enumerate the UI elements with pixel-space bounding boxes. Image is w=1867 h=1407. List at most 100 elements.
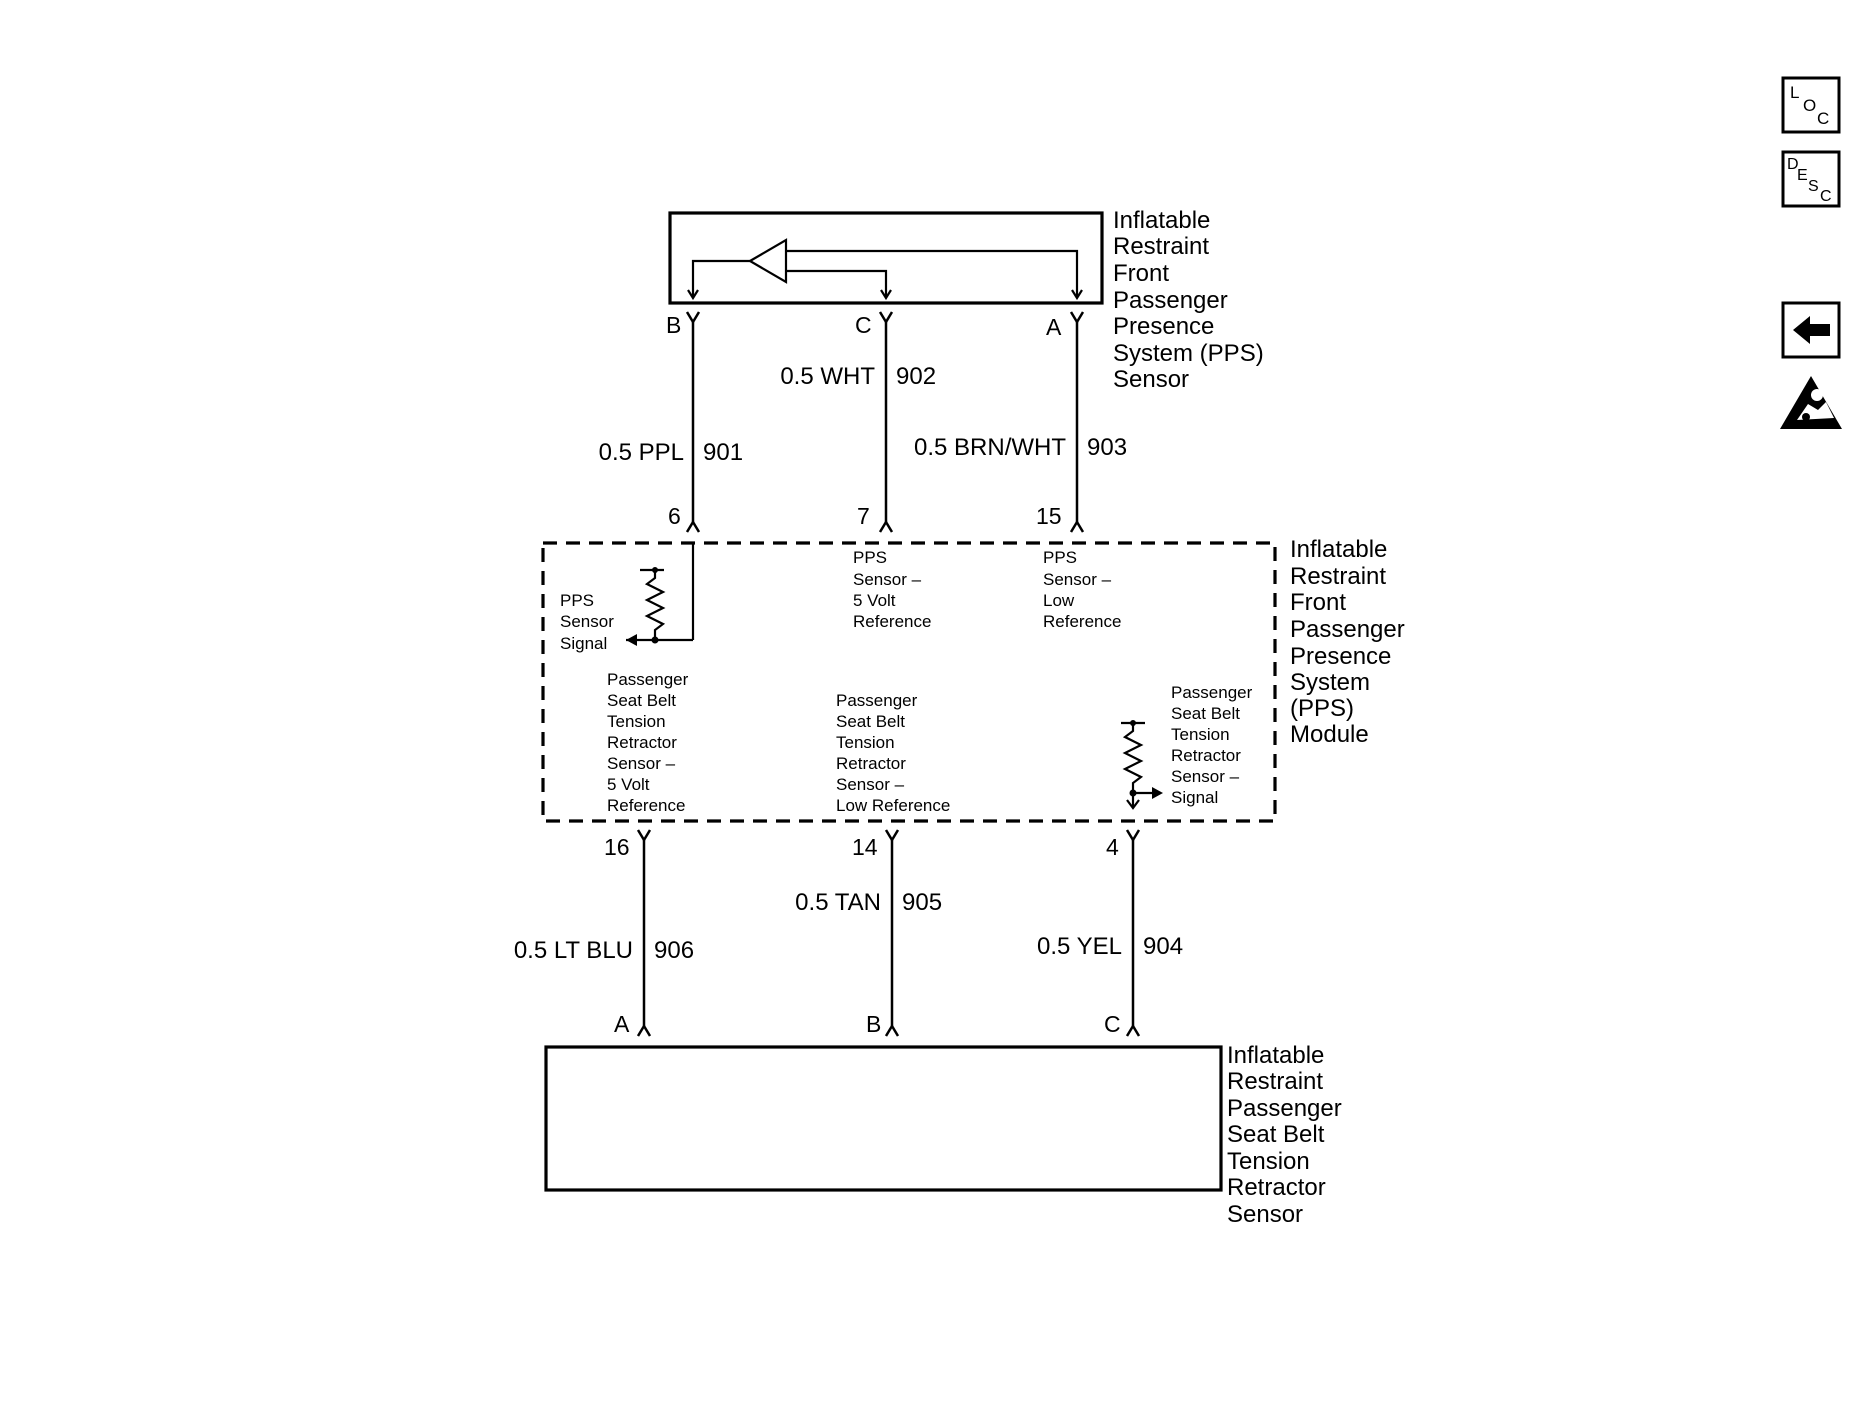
desc-letter-c: C (1820, 188, 1832, 205)
pps-module-label-line: Inflatable (1290, 536, 1387, 563)
belt-sensor: A B C Inflatable Restraint Passenger Sea… (544, 1011, 1342, 1228)
belt-low-label-line: Seat Belt (836, 712, 905, 731)
pps-sensor-label-line: Restraint (1113, 233, 1209, 260)
wire-903: 0.5 BRN/WHT 903 (914, 311, 1127, 533)
pps-low-label: PPS Sensor – Low Reference (1043, 548, 1121, 631)
loc-button[interactable]: L O C (1781, 76, 1841, 134)
pps-sensor-label-line: Inflatable (1113, 207, 1210, 234)
belt-5v-label-line: Passenger (607, 670, 689, 689)
belt-signal-label-line: Passenger (1171, 683, 1253, 702)
wire-901-color: 0.5 PPL (599, 439, 684, 466)
wire-906-color: 0.5 LT BLU (514, 937, 633, 964)
belt-low-label-line: Tension (836, 733, 895, 752)
pps-sensor-label: Inflatable Restraint Front Passenger Pre… (1113, 207, 1264, 393)
wire-904-color: 0.5 YEL (1037, 933, 1122, 960)
pps-low-label-line: Sensor – (1043, 570, 1112, 589)
pps-low-label-line: PPS (1043, 548, 1077, 567)
desc-letter-s: S (1808, 178, 1819, 195)
belt-sensor-label-line: Tension (1227, 1148, 1310, 1175)
pps-module-label: Inflatable Restraint Front Passenger Pre… (1290, 536, 1405, 748)
amplifier-symbol (747, 238, 788, 284)
pps-signal-label-line: Sensor (560, 612, 614, 631)
wire-902-color: 0.5 WHT (780, 363, 875, 390)
belt-5v-label: Passenger Seat Belt Tension Retractor Se… (607, 670, 689, 815)
pps-module-pin-14: 14 (852, 834, 878, 860)
desc-button[interactable]: D E S C (1781, 150, 1841, 208)
pps-module-pin-4: 4 (1106, 834, 1119, 860)
pps-signal-label: PPS Sensor Signal (560, 591, 614, 653)
wire-903-circuit: 903 (1087, 434, 1127, 461)
belt-5v-label-line: Reference (607, 796, 685, 815)
loc-letter-l: L (1790, 83, 1799, 102)
pps-low-label-line: Reference (1043, 612, 1121, 631)
wire-903-color: 0.5 BRN/WHT (914, 434, 1066, 461)
belt-signal-label-line: Seat Belt (1171, 704, 1240, 723)
pps-signal-label-line: Signal (560, 634, 607, 653)
back-button[interactable] (1781, 301, 1841, 359)
belt-5v-label-line: Sensor – (607, 754, 676, 773)
pps-5v-label-line: Sensor – (853, 570, 922, 589)
wire-904-circuit: 904 (1143, 933, 1183, 960)
pps-module-pin-15: 15 (1036, 503, 1062, 529)
belt-sensor-pin-b: B (866, 1011, 881, 1037)
airbag-warning-icon (1780, 376, 1842, 429)
pps-5v-label: PPS Sensor – 5 Volt Reference (853, 548, 931, 631)
pps-sensor-label-line: Front (1113, 260, 1169, 287)
wire-906: 0.5 LT BLU 906 (514, 829, 694, 1037)
wire-905: 0.5 TAN 905 (795, 829, 942, 1037)
belt-signal-resistor (1121, 720, 1163, 810)
belt-low-label-line: Low Reference (836, 796, 950, 815)
pps-sensor: Inflatable Restraint Front Passenger Pre… (666, 207, 1264, 393)
belt-5v-label-line: Seat Belt (607, 691, 676, 710)
pps-module-label-line: System (1290, 669, 1370, 696)
pps-sensor-label-line: Presence (1113, 313, 1214, 340)
pps-sensor-label-line: Passenger (1113, 287, 1228, 314)
pps-module-pin-16: 16 (604, 834, 630, 860)
pps-sensor-label-line: System (PPS) (1113, 340, 1264, 367)
belt-low-label-line: Sensor – (836, 775, 905, 794)
wire-901-circuit: 901 (703, 439, 743, 466)
belt-sensor-label-line: Passenger (1227, 1095, 1342, 1122)
pps-module-label-line: (PPS) (1290, 695, 1354, 722)
back-arrow-icon (1793, 316, 1830, 344)
belt-5v-label-line: 5 Volt (607, 775, 650, 794)
pps-sensor-pin-b: B (666, 312, 681, 338)
belt-5v-label-line: Tension (607, 712, 666, 731)
belt-sensor-label-line: Sensor (1227, 1201, 1303, 1228)
pps-signal-resistor (626, 543, 695, 646)
belt-signal-label-line: Sensor – (1171, 767, 1240, 786)
belt-low-label-line: Retractor (836, 754, 906, 773)
wire-906-circuit: 906 (654, 937, 694, 964)
wire-904: 0.5 YEL 904 (1037, 829, 1183, 1037)
belt-signal-label: Passenger Seat Belt Tension Retractor Se… (1171, 683, 1253, 807)
belt-sensor-label: Inflatable Restraint Passenger Seat Belt… (1227, 1042, 1342, 1228)
belt-signal-label-line: Retractor (1171, 746, 1241, 765)
pps-module-label-line: Restraint (1290, 563, 1386, 590)
wire-905-circuit: 905 (902, 889, 942, 916)
pps-sensor-pin-a: A (1046, 314, 1062, 340)
belt-low-label: Passenger Seat Belt Tension Retractor Se… (836, 691, 950, 815)
pps-module: Inflatable Restraint Front Passenger Pre… (541, 503, 1405, 860)
desc-letter-d: D (1787, 156, 1799, 173)
belt-sensor-pin-a: A (614, 1011, 630, 1037)
belt-signal-label-line: Signal (1171, 788, 1218, 807)
belt-low-label-line: Passenger (836, 691, 918, 710)
pps-5v-label-line: PPS (853, 548, 887, 567)
loc-letter-o: O (1803, 96, 1816, 115)
belt-sensor-pin-c: C (1104, 1011, 1121, 1037)
pps-5v-label-line: 5 Volt (853, 591, 896, 610)
belt-signal-label-line: Tension (1171, 725, 1230, 744)
wire-902: 0.5 WHT 902 (780, 311, 936, 533)
wire-901: 0.5 PPL 901 (599, 311, 743, 533)
pps-module-label-line: Module (1290, 721, 1369, 748)
pps-module-label-line: Presence (1290, 643, 1391, 670)
pps-sensor-label-line: Sensor (1113, 366, 1189, 393)
airbag-warning-button[interactable] (1780, 376, 1842, 429)
pps-5v-label-line: Reference (853, 612, 931, 631)
desc-letter-e: E (1797, 167, 1808, 184)
belt-sensor-label-line: Retractor (1227, 1174, 1326, 1201)
pps-module-label-line: Front (1290, 589, 1346, 616)
belt-sensor-label-line: Restraint (1227, 1068, 1323, 1095)
belt-5v-label-line: Retractor (607, 733, 677, 752)
